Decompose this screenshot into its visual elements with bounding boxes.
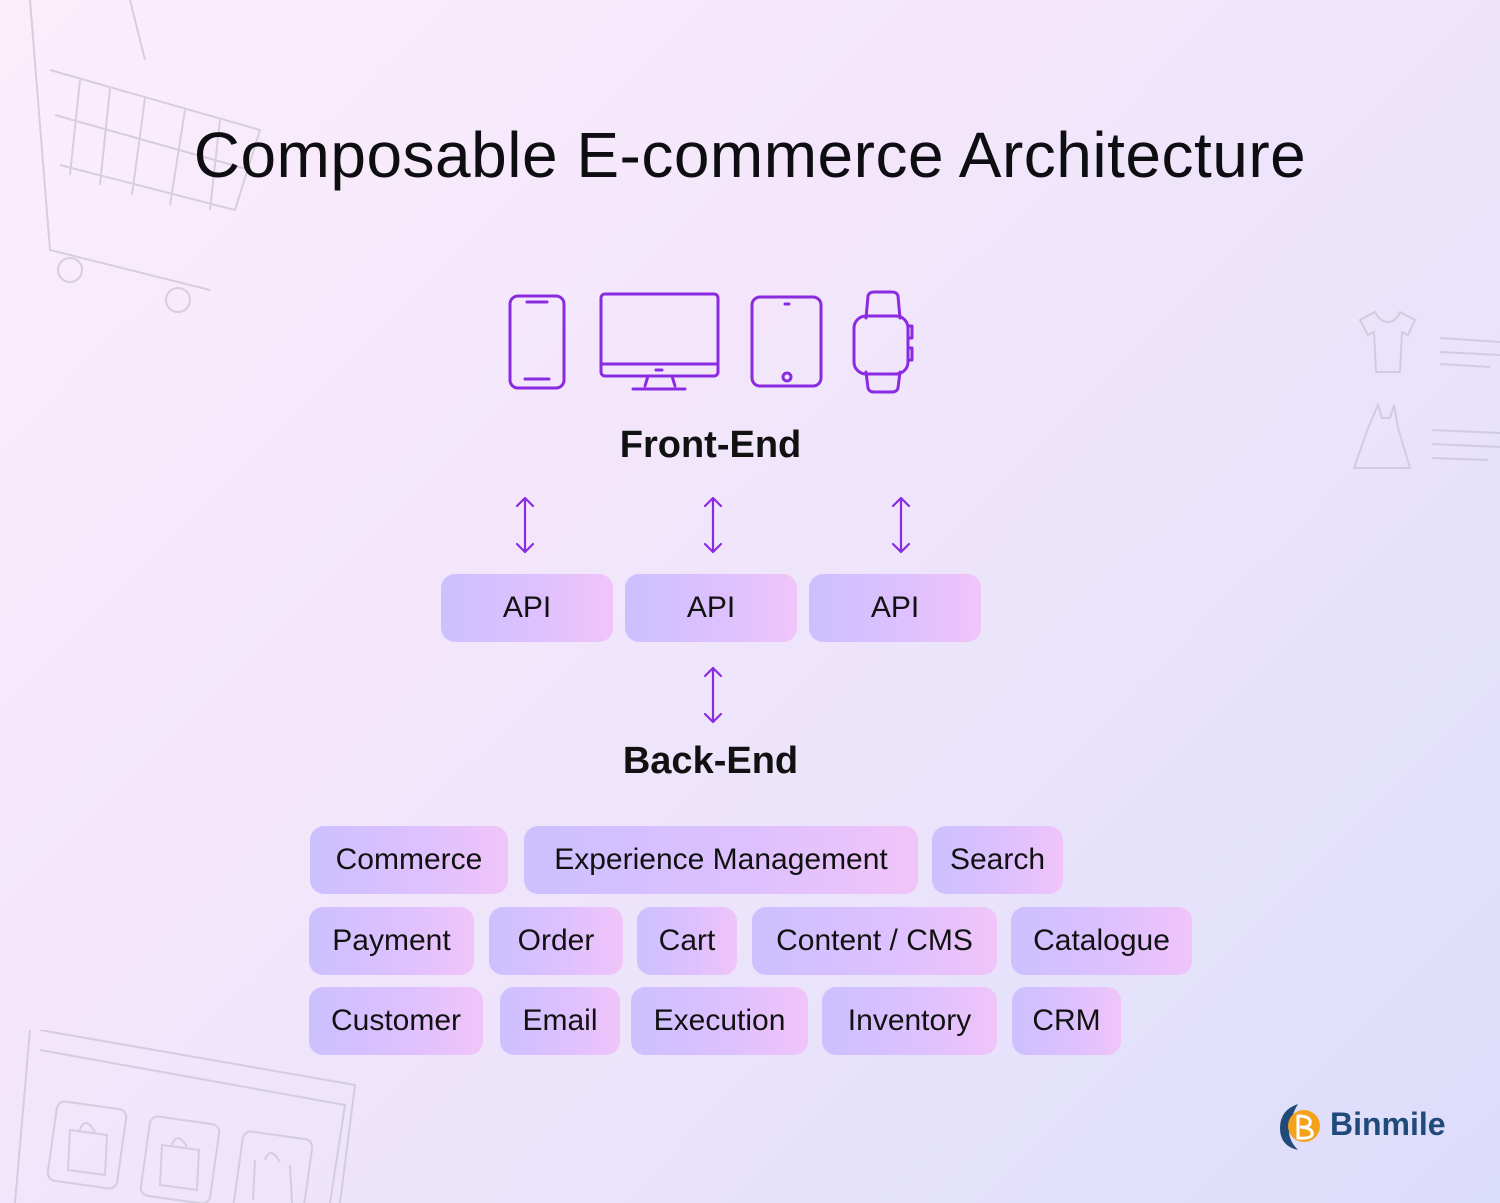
brand-name: Binmile [1330, 1106, 1446, 1142]
service-payment: Payment [309, 907, 474, 975]
device-icons [508, 290, 914, 394]
service-order: Order [489, 907, 623, 975]
bidirectional-arrow-icon [515, 496, 535, 554]
bidirectional-arrow-icon [703, 496, 723, 554]
api-box: API [441, 574, 613, 642]
bidirectional-arrow-icon [891, 496, 911, 554]
service-cart: Cart [637, 907, 737, 975]
service-customer: Customer [309, 987, 483, 1055]
service-email: Email [500, 987, 620, 1055]
service-experience-management: Experience Management [524, 826, 918, 894]
smartwatch-icon [852, 290, 914, 394]
frontend-label: Front-End [619, 424, 802, 466]
shopping-cart-decoration-icon [29, 0, 262, 313]
service-search: Search [932, 826, 1063, 894]
service-commerce: Commerce [310, 826, 508, 894]
service-catalogue: Catalogue [1011, 907, 1192, 975]
tablet-icon [750, 295, 823, 388]
storefront-decoration-icon [14, 1030, 357, 1203]
product-list-decoration-icon [1352, 310, 1500, 469]
brand-logo: Binmile [1276, 1098, 1456, 1154]
service-content-cms: Content / CMS [752, 907, 997, 975]
backend-label: Back-End [622, 740, 799, 782]
smartphone-icon [508, 294, 566, 390]
desktop-monitor-icon [599, 292, 720, 391]
service-execution: Execution [631, 987, 808, 1055]
page-title: Composable E-commerce Architecture [193, 119, 1307, 191]
bidirectional-arrow-icon [703, 666, 723, 724]
service-crm: CRM [1012, 987, 1121, 1055]
service-inventory: Inventory [822, 987, 997, 1055]
api-box: API [809, 574, 981, 642]
binmile-logo-icon [1280, 1104, 1320, 1150]
api-box: API [625, 574, 797, 642]
